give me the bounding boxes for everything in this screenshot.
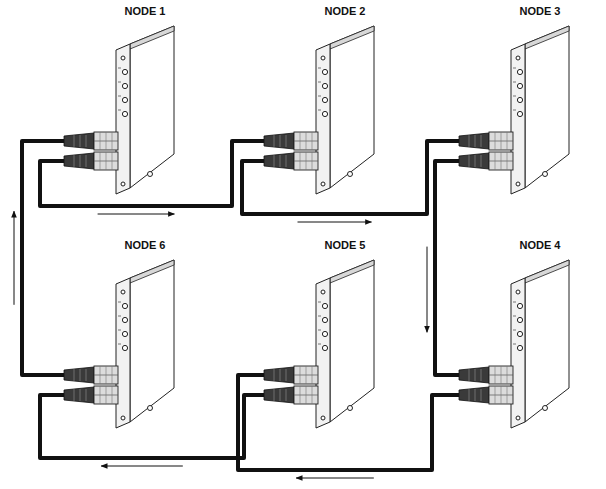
network-card: NODE 6 [50,238,180,430]
connector-group [14,141,50,375]
direction-arrow [14,211,15,305]
direction-arrow [427,247,428,333]
network-card: NODE 4 [445,238,575,430]
card-illustration [50,238,180,430]
network-card: NODE 1 [50,4,180,196]
card-illustration [445,238,575,430]
card-illustration [250,4,380,196]
card-illustration [250,238,380,430]
card-illustration [445,4,575,196]
fiber-cable [22,141,50,375]
network-card: NODE 5 [250,238,380,430]
node-label: NODE 2 [310,4,380,18]
node-label: NODE 6 [110,238,180,252]
node-label: NODE 4 [505,238,575,252]
node-label: NODE 5 [310,238,380,252]
card-illustration [50,4,180,196]
direction-arrow [296,478,374,479]
connector-group [427,161,445,375]
fiber-cable [435,161,445,375]
direction-arrow [298,222,372,223]
network-card: NODE 2 [250,4,380,196]
node-label: NODE 1 [110,4,180,18]
network-card: NODE 3 [445,4,575,196]
direction-arrow [98,214,175,215]
direction-arrow [101,466,183,467]
node-label: NODE 3 [505,4,575,18]
